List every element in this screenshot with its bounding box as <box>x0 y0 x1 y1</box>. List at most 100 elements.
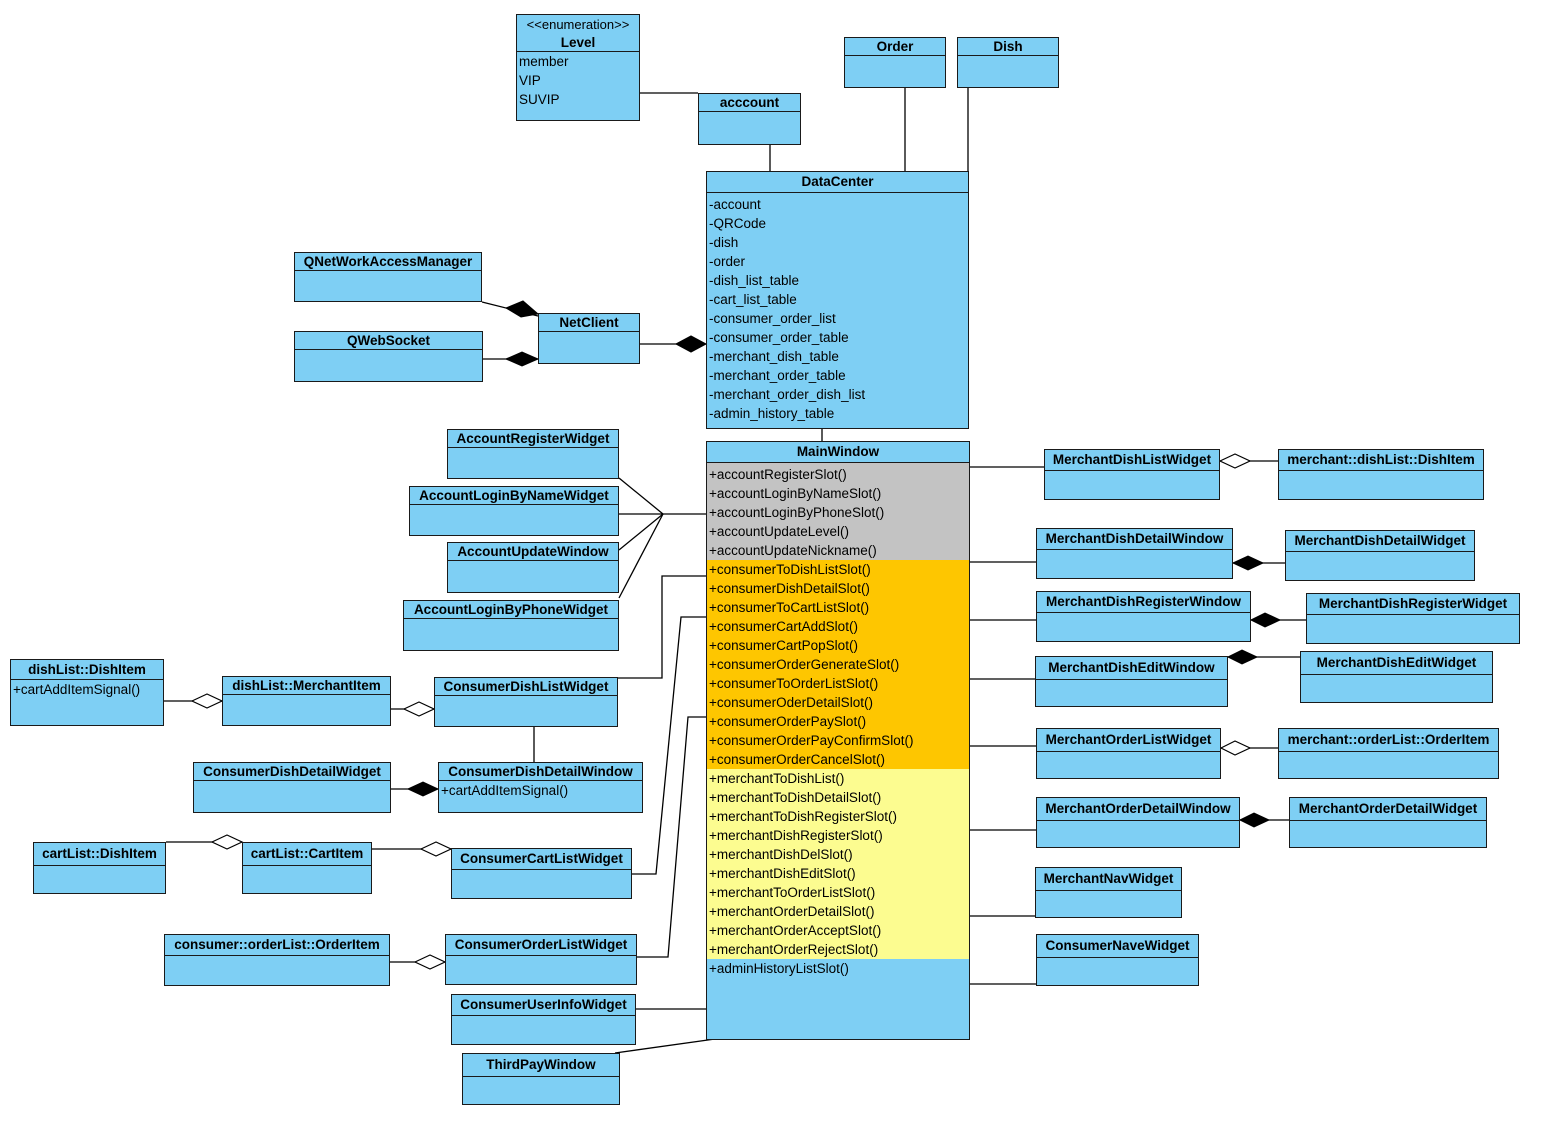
class-name: QNetWorkAccessManager <box>295 253 481 271</box>
association-orderlist-mainwindow <box>637 716 706 958</box>
class-netclient[interactable]: NetClient <box>538 313 640 364</box>
class-consumer-nave-widget[interactable]: ConsumerNaveWidget <box>1036 934 1199 986</box>
class-merchant-order-list-widget[interactable]: MerchantOrderListWidget <box>1036 728 1221 779</box>
class-merchant-dish-register-window[interactable]: MerchantDishRegisterWindow <box>1036 591 1251 642</box>
operation: +accountRegisterSlot() <box>709 467 847 482</box>
class-consumer-dish-detail-widget[interactable]: ConsumerDishDetailWidget <box>193 762 391 813</box>
admin-slots-section: +adminHistoryListSlot() <box>707 959 969 978</box>
class-name: ConsumerUserInfoWidget <box>452 995 635 1016</box>
class-merchant-dish-edit-window[interactable]: MerchantDishEditWindow <box>1035 656 1228 707</box>
class-name: MerchantOrderListWidget <box>1037 729 1220 752</box>
operation: +consumerOrderPayConfirmSlot() <box>709 733 914 748</box>
association-account-loginphone <box>618 513 664 599</box>
class-name: MerchantDishListWidget <box>1045 450 1219 471</box>
attribute: -merchant_order_table <box>709 368 846 383</box>
class-account-login-by-phone-widget[interactable]: AccountLoginByPhoneWidget <box>403 600 619 651</box>
class-cartlist-cartitem[interactable]: cartList::CartItem <box>242 842 372 894</box>
class-order[interactable]: Order <box>844 37 946 88</box>
class-merchant-orderlist-orderitem[interactable]: merchant::orderList::OrderItem <box>1278 728 1499 779</box>
class-account-register-widget[interactable]: AccountRegisterWidget <box>447 429 619 479</box>
operation: +consumerOrderGenerateSlot() <box>709 657 900 672</box>
class-consumer-orderlist-orderitem[interactable]: consumer::orderList::OrderItem <box>164 934 390 986</box>
class-account-login-by-name-widget[interactable]: AccountLoginByNameWidget <box>409 486 619 536</box>
enum-literal: SUVIP <box>519 92 560 107</box>
aggregation-diamond-morderlist <box>1219 740 1252 756</box>
class-datacenter[interactable]: DataCenter -account -QRCode -dish -order… <box>706 171 969 429</box>
class-merchant-dish-list-widget[interactable]: MerchantDishListWidget <box>1044 449 1220 500</box>
operation: +consumerCartAddSlot() <box>709 619 858 634</box>
class-third-pay-window[interactable]: ThirdPayWindow <box>462 1053 620 1105</box>
class-merchant-nav-widget[interactable]: MerchantNavWidget <box>1035 867 1182 918</box>
attribute: -merchant_dish_table <box>709 349 839 364</box>
class-name: ConsumerDishDetailWindow <box>439 763 642 781</box>
attribute: -admin_history_table <box>709 406 835 421</box>
class-name: ConsumerDishListWidget <box>435 678 617 696</box>
class-merchant-dish-register-widget[interactable]: MerchantDishRegisterWidget <box>1306 593 1520 644</box>
composition-diamond-mdishreg <box>1249 612 1282 628</box>
class-name: MainWindow <box>707 442 969 463</box>
class-merchant-dishlist-dishitem[interactable]: merchant::dishList::DishItem <box>1278 449 1484 500</box>
operation: +merchantDishEditSlot() <box>709 866 856 881</box>
class-name: MerchantDishRegisterWidget <box>1307 594 1519 615</box>
composition-diamond-qwebsocket <box>504 351 540 367</box>
operation: +cartAddItemSignal() <box>13 682 141 697</box>
enum-literal: VIP <box>519 73 541 88</box>
class-level[interactable]: <<enumeration>> Level member VIP SUVIP <box>516 14 640 121</box>
class-consumer-user-info-widget[interactable]: ConsumerUserInfoWidget <box>451 994 636 1045</box>
class-dishlist-dishitem[interactable]: dishList::DishItem +cartAddItemSignal() <box>10 659 164 726</box>
class-name: QWebSocket <box>295 332 482 350</box>
class-dishlist-merchantitem[interactable]: dishList::MerchantItem <box>222 676 391 726</box>
operation: +consumerToDishListSlot() <box>709 562 871 577</box>
class-merchant-dish-detail-window[interactable]: MerchantDishDetailWindow <box>1036 528 1233 579</box>
class-cartlist-dishitem[interactable]: cartList::DishItem <box>33 842 166 894</box>
class-name: AccountLoginByNameWidget <box>410 487 618 505</box>
association-dishlistwidget-mainwindow <box>618 575 706 679</box>
operation: +consumerOrderCancelSlot() <box>709 752 885 767</box>
aggregation-diamond-merchantitem <box>190 693 224 709</box>
composition-diamond-morderdetail <box>1238 812 1271 828</box>
class-account-update-window[interactable]: AccountUpdateWindow <box>447 542 619 593</box>
class-merchant-dish-edit-widget[interactable]: MerchantDishEditWidget <box>1300 651 1493 703</box>
operation: +consumerToCartListSlot() <box>709 600 870 615</box>
class-name: dishList::DishItem <box>11 660 163 680</box>
operation: +merchantToDishRegisterSlot() <box>709 809 897 824</box>
class-consumer-cart-list-widget[interactable]: ConsumerCartListWidget <box>451 848 632 899</box>
operation: +accountUpdateLevel() <box>709 524 849 539</box>
association-cartlist-mainwindow <box>632 616 706 875</box>
association-account-register <box>618 477 664 515</box>
class-merchant-order-detail-widget[interactable]: MerchantOrderDetailWidget <box>1289 797 1487 848</box>
operation: +cartAddItemSignal() <box>441 783 569 798</box>
operation: +consumerOderDetailSlot() <box>709 695 873 710</box>
operation: +merchantToDishDetailSlot() <box>709 790 882 805</box>
class-dish[interactable]: Dish <box>957 37 1059 88</box>
aggregation-diamond-cartitem <box>210 834 244 850</box>
class-acccount[interactable]: acccount <box>698 93 801 145</box>
class-qwebsocket[interactable]: QWebSocket <box>294 331 483 382</box>
class-name: AccountLoginByPhoneWidget <box>404 601 618 619</box>
class-name: AccountRegisterWidget <box>448 430 618 448</box>
composition-diamond-netclient <box>674 335 708 353</box>
class-name: ThirdPayWindow <box>463 1054 619 1077</box>
aggregation-diamond-cartlistwidget <box>419 841 453 857</box>
class-stereotype: <<enumeration>> <box>526 17 630 32</box>
operation: +accountLoginByPhoneSlot() <box>709 505 885 520</box>
class-name: ConsumerCartListWidget <box>452 849 631 870</box>
class-merchant-dish-detail-widget[interactable]: MerchantDishDetailWidget <box>1285 530 1475 581</box>
operation: +merchantOrderRejectSlot() <box>709 942 879 957</box>
aggregation-diamond-orderlistwidget <box>413 954 447 970</box>
class-name: MerchantNavWidget <box>1036 868 1181 891</box>
consumer-slots-section: +consumerToDishListSlot() +consumerDishD… <box>707 560 969 769</box>
class-name: MerchantDishDetailWindow <box>1037 529 1232 550</box>
class-qnetworkaccessmanager[interactable]: QNetWorkAccessManager <box>294 252 482 302</box>
operation: +merchantOrderAcceptSlot() <box>709 923 882 938</box>
operation: +merchantToOrderListSlot() <box>709 885 876 900</box>
class-merchant-order-detail-window[interactable]: MerchantOrderDetailWindow <box>1036 797 1240 848</box>
class-consumer-order-list-widget[interactable]: ConsumerOrderListWidget <box>445 934 637 985</box>
class-consumer-dish-list-widget[interactable]: ConsumerDishListWidget <box>434 677 618 727</box>
class-name: NetClient <box>539 314 639 332</box>
class-mainwindow[interactable]: MainWindow +accountRegisterSlot() +accou… <box>706 441 970 1040</box>
class-consumer-dish-detail-window[interactable]: ConsumerDishDetailWindow +cartAddItemSig… <box>438 762 643 813</box>
composition-diamond-mdishdetail <box>1231 555 1265 571</box>
operation: +consumerOrderPaySlot() <box>709 714 867 729</box>
